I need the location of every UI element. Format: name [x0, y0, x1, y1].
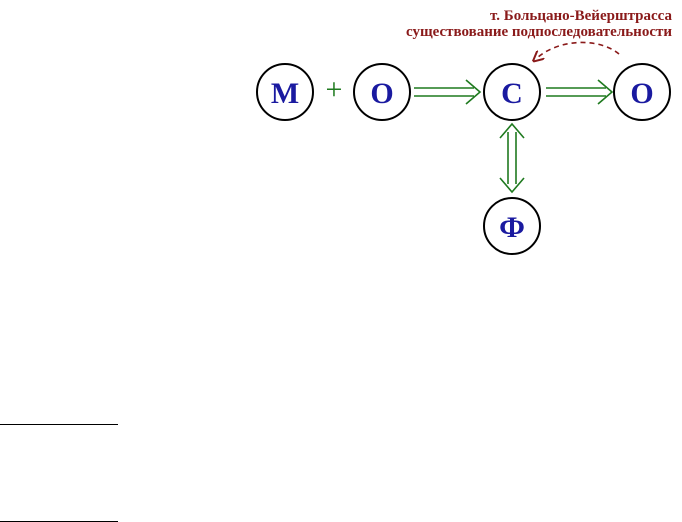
- node-m-label: M: [271, 77, 299, 110]
- node-o-left: O: [353, 63, 411, 121]
- double-arrow-c-f: [499, 122, 525, 194]
- node-o-right: O: [613, 63, 671, 121]
- double-arrow-o-to-c: [414, 79, 482, 105]
- double-arrow-c-to-o: [546, 79, 614, 105]
- node-o-left-label: O: [370, 77, 393, 110]
- plus-sign: +: [326, 73, 343, 106]
- node-m: M: [256, 63, 314, 121]
- node-f: Ф: [483, 197, 541, 255]
- caption-theorem: т. Больцано-Вейерштрасса: [490, 8, 672, 24]
- node-c-label: C: [501, 77, 523, 110]
- node-c: C: [483, 63, 541, 121]
- node-f-label: Ф: [499, 211, 525, 244]
- caption-subsequence: существование подпоследовательности: [406, 24, 672, 40]
- dashed-arrow: [537, 41, 620, 58]
- node-o-right-label: O: [630, 77, 653, 110]
